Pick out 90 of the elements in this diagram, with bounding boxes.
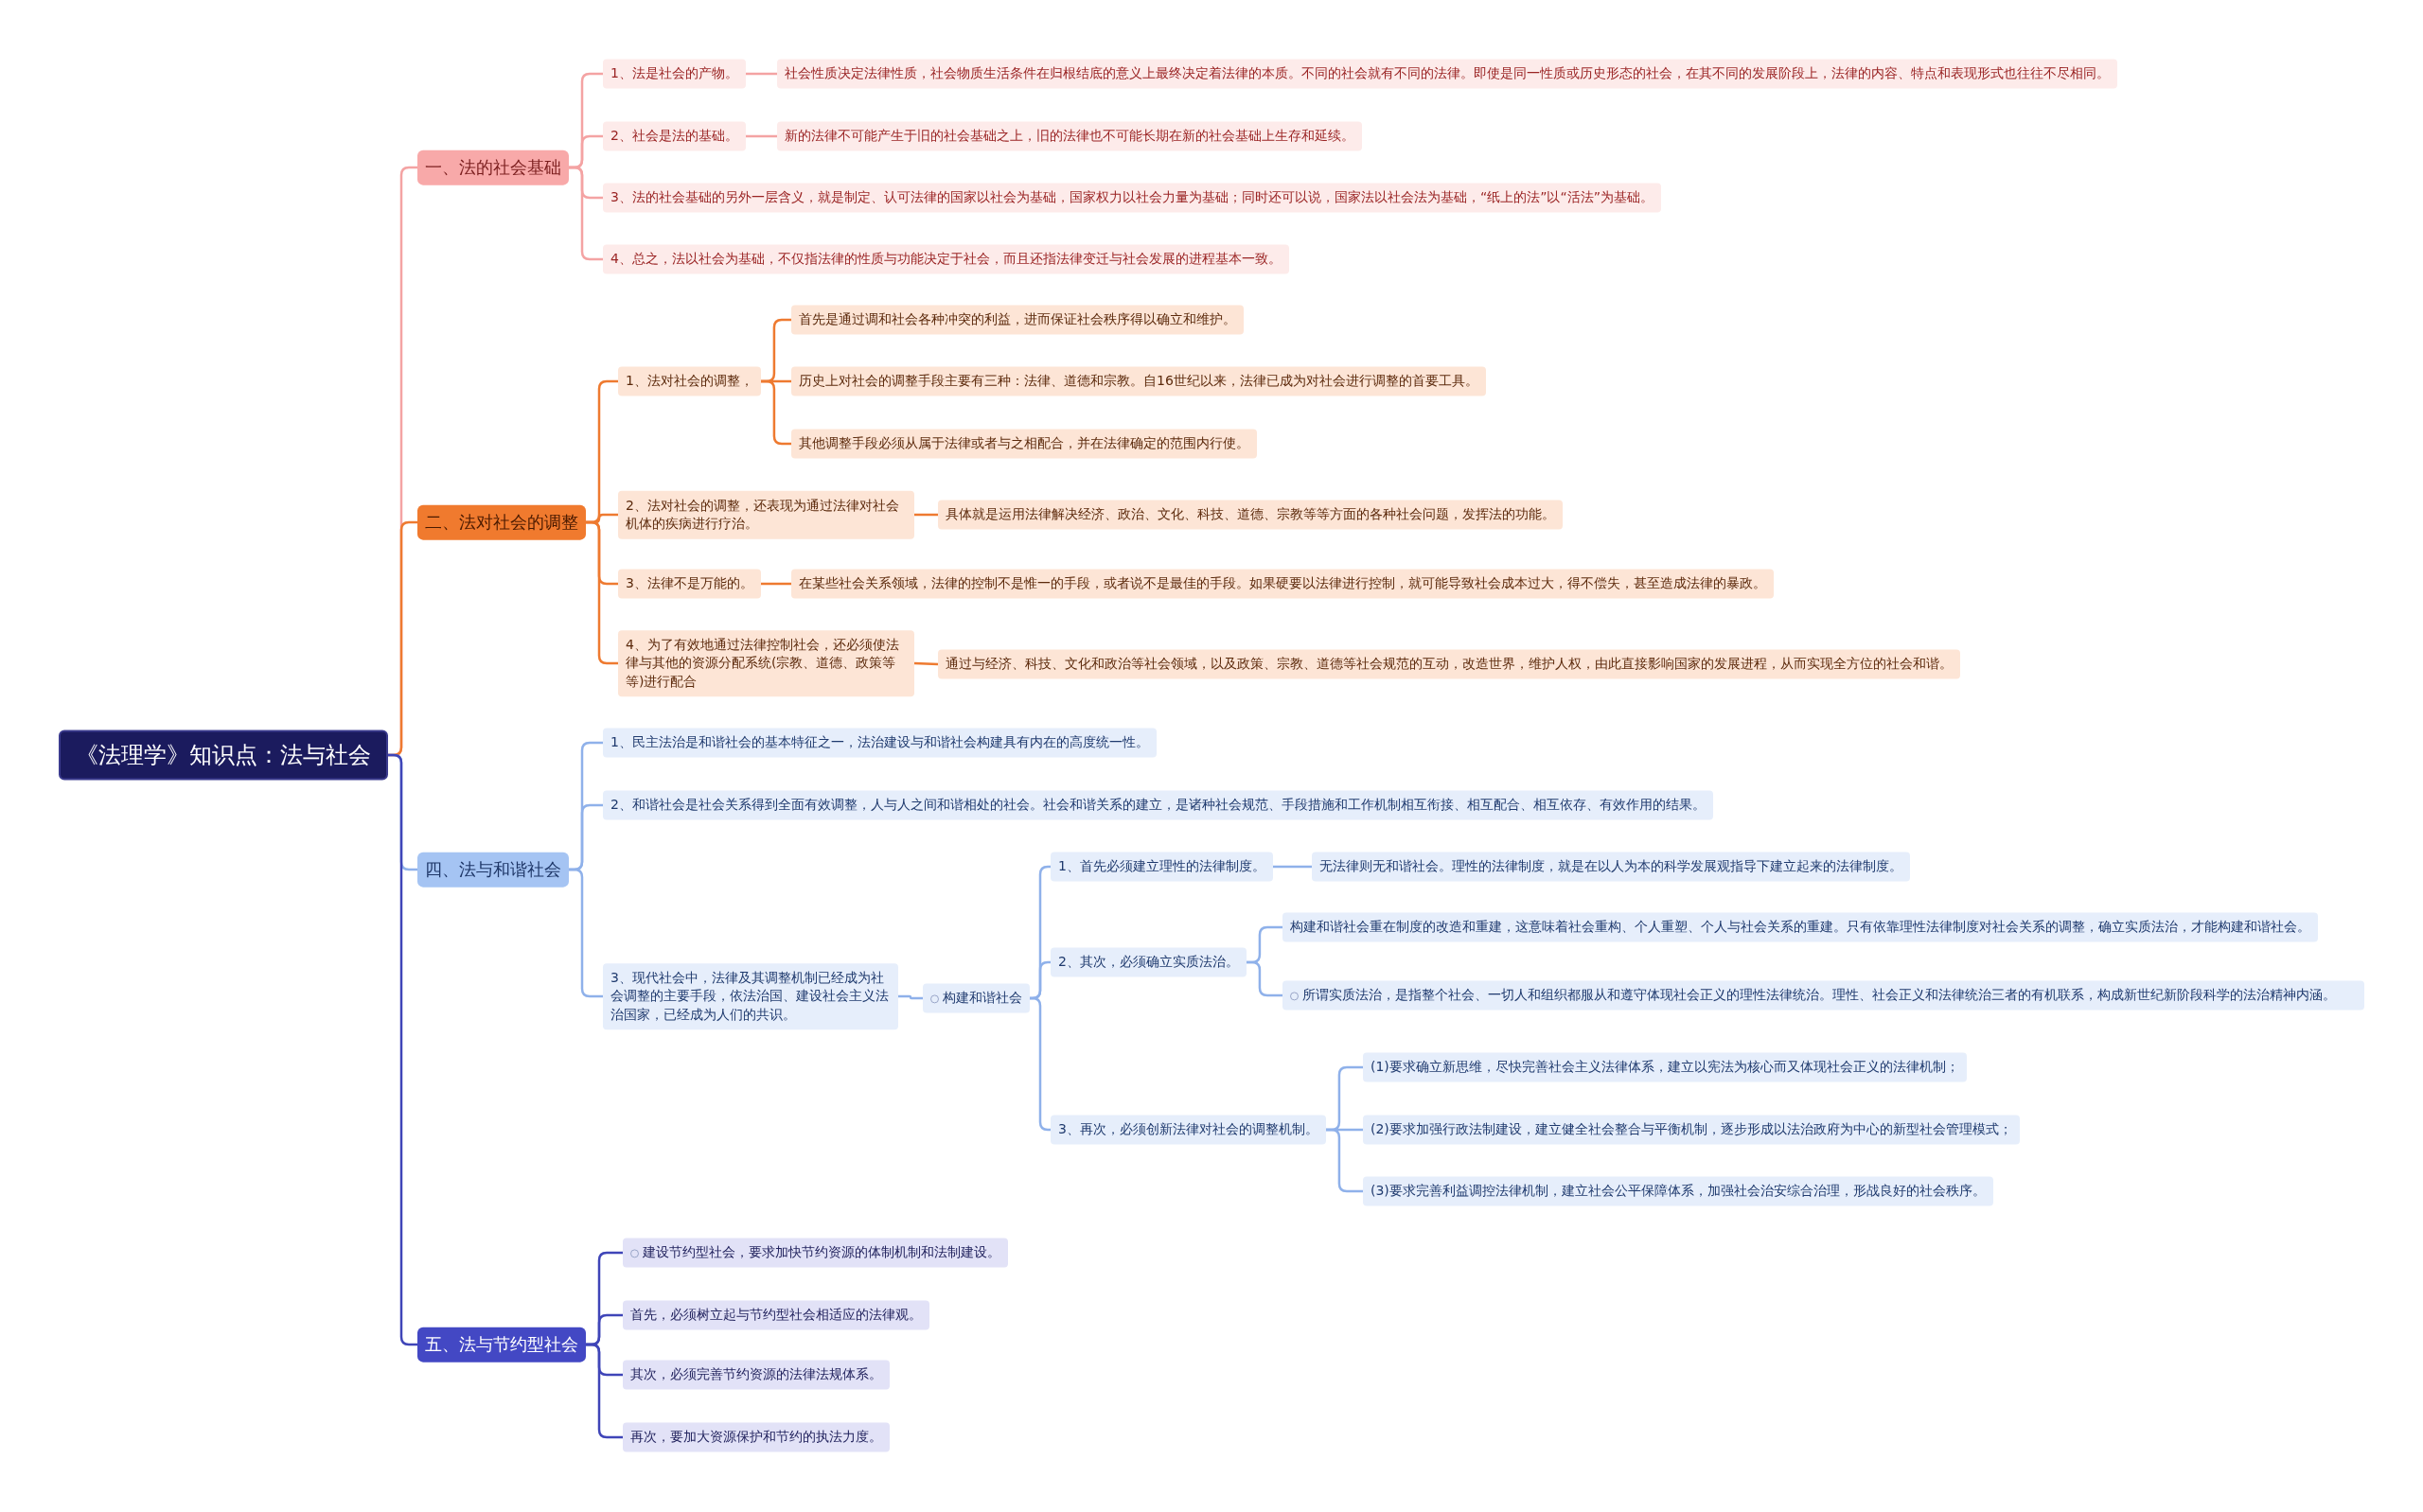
topic-box <box>1312 852 1910 882</box>
topic-text: 再次，要加大资源保护和节约的执法力度。 <box>630 1429 882 1445</box>
topic-box <box>791 366 1486 396</box>
connector-line <box>914 513 938 517</box>
topic-text: 历史上对社会的调整手段主要有三种：法律、道德和宗教。自16世纪以来，法律已成为对社会进行调整的首要工具。 <box>799 373 1478 389</box>
topic-text: 新的法律不可能产生于旧的社会基础之上，旧的法律也不可能长期在新的社会基础上生存和延续。 <box>785 128 1354 144</box>
topic-text: 四、法与和谐社会 <box>425 858 561 879</box>
topic-text: 3、现代社会中，法律及其调整机制已经成为社会调整的主要手段，依法治国、建设社会主义法治国家，已经成为人们的共识。 <box>610 970 889 1022</box>
topic-box <box>938 649 1960 679</box>
topic-text: 二、法对社会的调整 <box>425 511 578 532</box>
topic-box <box>618 490 914 539</box>
topic-text: 3、法律不是万能的。 <box>626 575 753 591</box>
connector-line <box>1246 960 1282 997</box>
topic-box <box>777 59 2117 89</box>
topic-text: 其他调整手段必须从属于法律或者与之相配合，并在法律确定的范围内行使。 <box>799 435 1249 451</box>
connector-line <box>898 994 923 1000</box>
topic-text: 首先是通过调和社会各种冲突的利益，进而保证社会秩序得以确立和维护。 <box>799 311 1236 327</box>
topic-text: 4、总之，法以社会为基础，不仅指法律的性质与功能决定于社会，而且还指法律变迁与社会发展的进程基本一致。 <box>610 251 1282 267</box>
connector-line <box>586 520 618 665</box>
connector-line <box>760 582 791 586</box>
topic-box <box>791 305 1244 335</box>
topic-box <box>923 983 1030 1013</box>
topic-text: 在某些社会关系领域，法律的控制不是惟一的手段，或者说不是最佳的手段。如果硬要以法律进行控制，就可能导致社会成本过大，得不偿失，甚至造成法律的暴政。 <box>799 575 1766 591</box>
connector-line <box>586 1343 623 1439</box>
topic-text: 1、首先必须建立理性的法律制度。 <box>1058 858 1265 874</box>
topic-text: (2)要求加强行政法制建设，建立健全社会整合与平衡机制，逐步形成以法治政府为中心的新型社会管理模式； <box>1371 1121 2012 1137</box>
connector-line <box>1030 996 1051 1132</box>
topic-text: 3、法的社会基础的另外一层含义，就是制定、认可法律的国家以社会为基础，国家权力以社会力量为基础；同时还可以说，国家法以社会法为基础，“纸上的法”以“活法”为基础。 <box>610 189 1654 205</box>
topic-box <box>1051 1115 1326 1145</box>
branch-topic-box <box>417 149 569 185</box>
connector-line <box>760 379 791 446</box>
topic-box <box>1363 1115 2020 1145</box>
topic-box <box>603 59 746 89</box>
topic-text: 2、其次，必须确立实质法治。 <box>1058 954 1239 970</box>
topic-text: 首先，必须树立起与节约型社会相适应的法律观。 <box>630 1307 922 1323</box>
topic-text: 1、法是社会的产物。 <box>610 65 738 81</box>
topic-text: 建设节约型社会，要求加快节约资源的体制机制和法制建设。 <box>643 1244 1000 1260</box>
topic-box <box>603 728 1157 758</box>
connector-line <box>569 868 603 998</box>
topic-box <box>603 121 746 151</box>
topic-box <box>618 630 914 696</box>
topic-text: 通过与经济、科技、文化和政治等社会领域，以及政策、宗教、道德等社会规范的互动，改造世界，维护人权，由此直接影响国家的发展进程，从而实现全方位的社会和谐。 <box>946 656 1953 672</box>
connector-line <box>913 661 939 666</box>
connector-line <box>569 166 603 261</box>
topic-box <box>938 500 1563 530</box>
topic-text: (3)要求完善利益调控法律机制，建立社会公平保障体系，加强社会治安综合治理，形战良好的社会秩序。 <box>1371 1183 1986 1199</box>
topic-box <box>791 429 1257 459</box>
branch-topic-box <box>417 1327 586 1363</box>
central-topic-box <box>59 730 388 781</box>
topic-text: 一、法的社会基础 <box>425 156 561 177</box>
topic-box <box>623 1238 1008 1268</box>
topic-box <box>623 1360 890 1390</box>
topic-text: 3、再次，必须创新法律对社会的调整机制。 <box>1058 1121 1318 1137</box>
topic-text: 五、法与节约型社会 <box>425 1333 578 1354</box>
topic-box <box>603 244 1289 274</box>
topic-text: 所谓实质法治，是指整个社会、一切人和组织都服从和遵守体现社会正义的理性法律统治。理性、社会正义和法律统治三者的有机联系，构成新世纪新阶段科学的法治精神内涵。 <box>1302 987 2336 1003</box>
connector-line <box>745 134 777 138</box>
topic-text: 2、和谐社会是社会关系得到全面有效调整，人与人之间和谐相处的社会。社会和谐关系的建立，是诸种社会规范、手段措施和工作机制相互衔接、相互配合、相互依存、有效作用的结果。 <box>610 797 1706 813</box>
topic-box <box>618 366 761 396</box>
topic-text: 1、民主法治是和谐社会的基本特征之一，法治建设与和谐社会构建具有内在的高度统一性。 <box>610 734 1149 750</box>
topic-box <box>777 121 1362 151</box>
topic-box <box>623 1300 929 1330</box>
topic-text: 1、法对社会的调整， <box>626 373 753 389</box>
branch-topic-box <box>417 852 569 888</box>
topic-box <box>603 183 1661 213</box>
topic-box <box>618 569 761 599</box>
topic-box <box>623 1422 890 1452</box>
topic-text: 无法律则无和谐社会。理性的法律制度，就是在以人为本的科学发展观指导下建立起来的法律制度。 <box>1319 858 1902 874</box>
topic-text: 《法理学》知识点：法与社会 <box>76 741 371 768</box>
connector-line <box>745 72 777 76</box>
topic-box <box>603 790 1713 820</box>
topic-text: (1)要求确立新思维，尽快完善社会主义法律体系，建立以宪法为核心而又体现社会正义的法律机制； <box>1371 1059 1959 1075</box>
topic-text: 2、法对社会的调整，还表现为通过法律对社会机体的疾病进行疗治。 <box>626 497 899 531</box>
topic-text: 构建和谐社会 <box>943 990 1022 1006</box>
topic-box <box>791 569 1774 599</box>
topic-text: 2、社会是法的基础。 <box>610 128 738 144</box>
topic-box <box>603 963 898 1029</box>
topic-text: 其次，必须完善节约资源的法律法规体系。 <box>630 1366 882 1382</box>
topic-box <box>1282 912 2318 942</box>
topic-box <box>1363 1176 1993 1206</box>
topic-text: 具体就是运用法律解决经济、政治、文化、科技、道德、宗教等等方面的各种社会问题，发挥法的功能。 <box>946 506 1555 522</box>
topic-box <box>1051 852 1273 882</box>
topic-box <box>1051 947 1247 977</box>
branch-topic-box <box>417 504 586 540</box>
connector-line <box>1272 865 1312 869</box>
topic-text: 社会性质决定法律性质，社会物质生活条件在归根结底的意义上最终决定着法律的本质。不同的社会就有不同的法律。即使是同一性质或历史形态的社会，在其不同的发展阶段上，法律的内容、特点和表现形式也往往不尽相同。 <box>785 65 2110 81</box>
topic-box <box>1282 980 2364 1011</box>
topic-text: 构建和谐社会重在制度的改造和重建，这意味着社会重构、个人重塑、个人与社会关系的重建。只有依靠理性法律制度对社会关系的调整，确立实质法治，才能构建和谐社会。 <box>1290 919 2310 935</box>
topic-text: 4、为了有效地通过法律控制社会，还必须使法律与其他的资源分配系统(宗教、道德、政策等等)进行配合 <box>626 637 899 689</box>
topic-box <box>1363 1052 1967 1082</box>
